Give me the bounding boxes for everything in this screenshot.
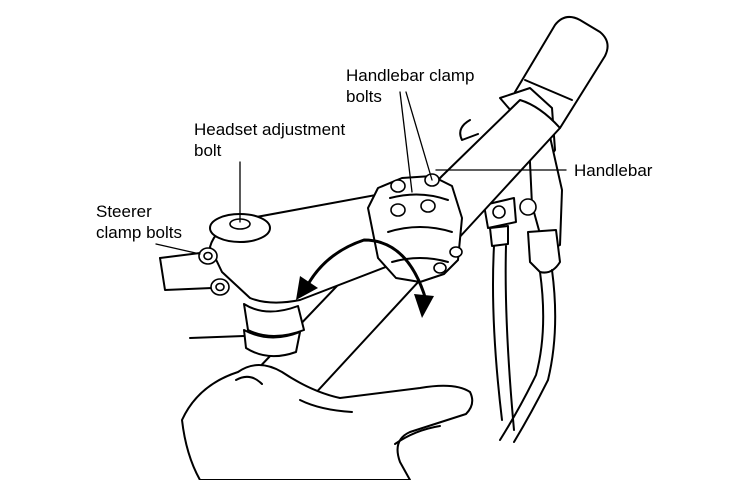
label-handlebar-clamp-bolts: Handlebar clamp bolts xyxy=(346,66,475,106)
rotation-arrow-icon xyxy=(296,238,434,318)
stem-faceplate xyxy=(367,173,463,283)
brake-cables xyxy=(492,245,557,443)
rider-hand xyxy=(181,364,474,480)
label-handlebar: Handlebar xyxy=(574,161,653,180)
steerer-clamp xyxy=(189,247,305,358)
label-headset-adjustment-bolt: Headset adjustment bolt xyxy=(194,120,346,160)
label-steerer-clamp-bolts: Steerer clamp bolts xyxy=(96,202,182,242)
leader-lines xyxy=(155,91,567,255)
